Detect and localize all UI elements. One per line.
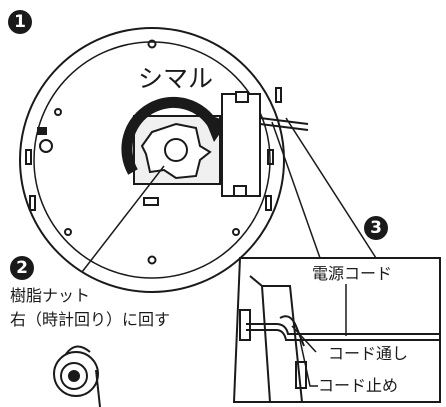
mini-clock-body (53, 351, 99, 397)
rotation-label: シマル (138, 64, 214, 93)
step-2-part-label: 樹脂ナット (10, 286, 91, 305)
resin-nut (140, 122, 212, 180)
clock-outer-rim (19, 27, 285, 293)
screw-hole (232, 228, 240, 236)
side-slot (275, 87, 282, 103)
cord-box-clip (235, 91, 249, 103)
power-cord (259, 117, 309, 125)
side-slot (29, 195, 36, 211)
inset-leader (299, 339, 318, 387)
step-3-badge: 3 (364, 216, 388, 240)
base-slot (143, 197, 159, 206)
mini-clock-face (60, 362, 88, 390)
inset-cord (246, 329, 440, 341)
leader-line-inset (271, 121, 321, 259)
cord-guide-label: コード通し (328, 344, 409, 363)
screw-hole (64, 228, 72, 236)
step-2-badge: 2 (10, 256, 34, 280)
inset-frame (262, 285, 303, 403)
cord-box-clip (233, 185, 247, 197)
mini-clock-handle (65, 345, 91, 355)
step-1-badge: 1 (8, 10, 32, 34)
adjust-knob (39, 139, 53, 153)
adjust-knob-base (37, 127, 47, 135)
inset-leader (291, 325, 317, 353)
side-slot (267, 149, 274, 165)
side-slot (265, 195, 272, 211)
cord-stopper-label: コード止め (318, 376, 399, 395)
leader-line-inset (285, 117, 377, 259)
inset-box (232, 257, 441, 403)
screw-hole (54, 108, 62, 116)
inset-cord-guide (279, 315, 305, 347)
mini-clock-center (68, 370, 80, 382)
screw-hole (147, 39, 157, 49)
inset-clip (295, 361, 307, 389)
clock-inner-rim (33, 41, 271, 279)
side-slot (25, 149, 32, 165)
power-cord-label: 電源コード (312, 264, 393, 283)
inset-cord (246, 323, 440, 335)
mini-clock-side (95, 369, 101, 407)
power-cord (259, 123, 309, 131)
leader-line-step2 (81, 165, 165, 273)
cord-box (221, 93, 261, 197)
screw-hole (147, 255, 157, 265)
rotation-arrow (121, 96, 219, 175)
nut-center (164, 138, 188, 162)
step-2-instruction: 右（時計回り）に回す (10, 310, 171, 329)
